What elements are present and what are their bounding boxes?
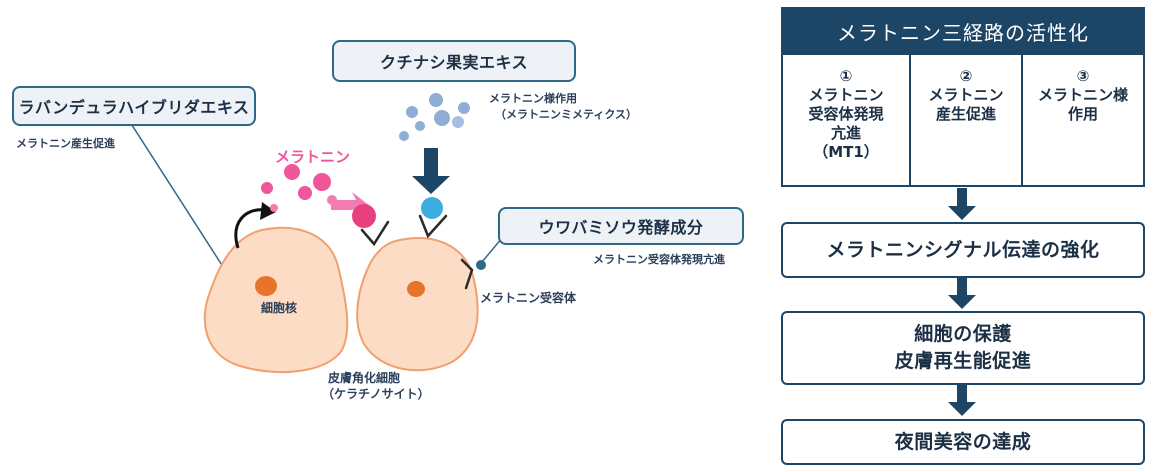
pathway-2-num: ②: [959, 67, 973, 85]
pathway-3-line-2: 作用: [1067, 105, 1098, 123]
step-3-text: 夜間美容の達成: [894, 430, 1032, 453]
lavender-extract-name: ラバンデュラハイブリダエキス: [18, 98, 250, 117]
pathway-1-line-2: 受容体発現: [808, 105, 884, 123]
secretion-arrowhead: [260, 202, 276, 220]
gardenia-extract-box: クチナシ果実エキス: [332, 40, 576, 82]
nymphoides-note: メラトニン受容体発現亢進: [593, 253, 725, 266]
mimetic-molecules: [399, 93, 470, 141]
step-2-line-2: 皮膚再生能促進: [894, 350, 1032, 372]
gardenia-extract-name: クチナシ果実エキス: [379, 53, 529, 72]
lavender-note: メラトニン産生促進: [16, 137, 115, 150]
pathway-1-line-3: 亢進: [830, 124, 861, 142]
step-cell-protection: 細胞の保護 皮膚再生能促進: [781, 311, 1145, 385]
gardenia-note-2: （メラトニンミメティクス）: [495, 108, 638, 121]
pathway-1-line-4: （MT1）: [813, 143, 879, 161]
nucleus-left: [255, 276, 277, 296]
flow-header-title: メラトニン三経路の活性化: [837, 20, 1089, 45]
step-2-line-1: 細胞の保護: [914, 323, 1012, 345]
nucleus-right: [407, 281, 425, 297]
melatonin-label: メラトニン: [275, 148, 350, 166]
secretion-arrow: [234, 208, 265, 249]
gardenia-note-1: メラトニン様作用: [489, 92, 577, 105]
pathway-1: ① メラトニン 受容体発現 亢進 （MT1）: [783, 55, 909, 185]
pathway-3-num: ③: [1076, 67, 1090, 85]
flow-header: メラトニン三経路の活性化: [781, 7, 1145, 55]
nymphoides-pointer-dot: [476, 260, 486, 270]
flow-arrows: [948, 188, 976, 416]
pathway-1-line-1: メラトニン: [808, 86, 884, 104]
step-1-text: メラトニンシグナル伝達の強化: [826, 238, 1100, 261]
step-signal-enhancement: メラトニンシグナル伝達の強化: [781, 222, 1145, 278]
nymphoides-extract-name: ウワバミソウ発酵成分: [538, 218, 704, 237]
cell-label-1: 皮膚角化細胞: [327, 370, 400, 385]
nucleus-label: 細胞核: [261, 300, 297, 315]
pathway-2-line-1: メラトニン: [928, 86, 1004, 104]
cell-label-2: （ケラチノサイト）: [322, 386, 430, 401]
pathway-1-num: ①: [839, 67, 853, 85]
pathways-table: ① メラトニン 受容体発現 亢進 （MT1） ② メラトニン 産生促進 ③ メラ…: [781, 55, 1145, 187]
melatonin-molecules: [261, 164, 376, 228]
nymphoides-pointer-line: [481, 237, 503, 263]
mimetic-bound-molecule: [421, 197, 443, 219]
pathway-3: ③ メラトニン様 作用: [1021, 55, 1143, 185]
receptor-label: メラトニン受容体: [480, 291, 577, 305]
keratinocyte-right: [356, 237, 479, 372]
lavender-pointer-line: [129, 121, 237, 288]
receptor-3: [460, 258, 474, 290]
pathway-2: ② メラトニン 産生促進: [909, 55, 1021, 185]
pathway-3-line-1: メラトニン様: [1037, 86, 1128, 104]
mimetic-arrow: [412, 148, 450, 194]
receptor-2: [418, 214, 448, 239]
nymphoides-extract-box: ウワバミソウ発酵成分: [498, 207, 744, 245]
lavender-extract-box: ラバンデュラハイブリダエキス: [12, 86, 256, 126]
step-night-beauty: 夜間美容の達成: [781, 419, 1145, 465]
receptor-1: [360, 220, 390, 247]
pathway-2-line-2: 産生促進: [935, 105, 996, 123]
keratinocyte-left: [203, 226, 349, 374]
